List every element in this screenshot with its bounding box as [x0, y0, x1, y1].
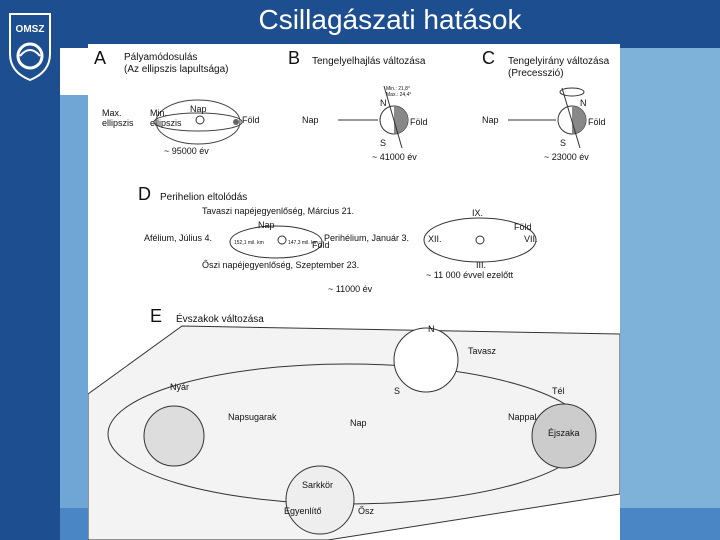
period-a: ~ 95000 év [164, 146, 209, 156]
panel-e-heading: Évszakok változása [176, 312, 264, 325]
panel-b: B Tengelyelhajlás változása Min.: 21,8° … [288, 48, 428, 162]
ix-label: IX. [472, 208, 483, 218]
sun-d2-icon [476, 236, 484, 244]
panel-e-letter: E [150, 306, 162, 326]
earth-icon [233, 119, 239, 125]
period-c: ~ 23000 év [544, 152, 589, 162]
nap-label-b: Nap [302, 115, 319, 125]
osz-label: Ősz [358, 506, 375, 516]
napsugarak-label: Napsugarak [228, 412, 277, 422]
fold-label: Föld [242, 115, 260, 125]
panel-e: E Évszakok változása N S Tavasz Nyár Tél… [88, 306, 620, 540]
min-label: Min. [150, 108, 167, 118]
tel-label: Tél [552, 386, 565, 396]
n-label-c: N [580, 98, 587, 108]
vii-label: VII. [524, 234, 538, 244]
tilt-max: Max.: 24,4° [386, 92, 411, 98]
egyenlito-label: Egyenlítő [284, 506, 322, 516]
perihelion-label: Perihélium, Január 3. [324, 233, 409, 243]
panel-a-heading: Pályamódosulás [124, 52, 197, 63]
tavasz-label: Tavasz [468, 346, 497, 356]
fold-label-b: Föld [410, 117, 428, 127]
period-b: ~ 41000 év [372, 152, 417, 162]
panel-a: A Pályamódosulás (Az ellipszis lapultság… [94, 48, 260, 156]
nap-label-e: Nap [350, 418, 367, 428]
nap-label-d: Nap [258, 220, 275, 230]
nyar-label: Nyár [170, 382, 189, 392]
logo-text: OMSZ [0, 24, 60, 35]
period-d: ~ 11000 év [328, 284, 373, 294]
nap-label: Nap [190, 104, 207, 114]
panel-a-subheading: (Az ellipszis lapultsága) [124, 64, 229, 75]
panel-d-letter: D [138, 184, 151, 204]
s-label-e: S [394, 386, 400, 396]
s-label-c: S [560, 138, 566, 148]
panel-a-letter: A [94, 48, 106, 68]
earth-shadow [394, 106, 408, 134]
earth-nyar-icon [144, 406, 204, 466]
sarkkor-label: Sarkkör [302, 480, 333, 490]
panel-c-heading: Tengelyirány változása [508, 56, 610, 67]
n-label: N [380, 98, 387, 108]
panel-d: D Perihelion eltolódás Tavaszi napéjegye… [138, 184, 538, 294]
fold-label-c: Föld [588, 117, 606, 127]
panel-b-letter: B [288, 48, 300, 68]
panel-c: C Tengelyirány változása (Precesszió) N … [482, 48, 610, 162]
decorative-band [620, 48, 720, 510]
ago-label: ~ 11 000 évvel ezelőtt [426, 270, 514, 280]
panel-d-heading: Perihelion eltolódás [160, 192, 247, 203]
fold-label-d2: Föld [514, 222, 532, 232]
panel-b-heading: Tengelyelhajlás változása [312, 56, 426, 67]
earth-osz-icon [286, 466, 354, 534]
figure-panel: A Pályamódosulás (Az ellipszis lapultság… [88, 44, 620, 540]
decorative-strip [60, 95, 90, 508]
panel-c-subheading: (Precesszió) [508, 68, 564, 79]
xii-label: XII. [428, 234, 442, 244]
page-title: Csillagászati hatások [60, 4, 720, 36]
nappal-label: Nappal [508, 412, 537, 422]
min-label-2: ellipszis [150, 118, 182, 128]
dist-aphelion: 152,1 mil. km [234, 240, 264, 246]
aphelion-label: Afélium, Július 4. [144, 233, 212, 243]
ejszaka-label: Éjszaka [548, 428, 580, 438]
n-label-e: N [428, 324, 435, 334]
iii-label: III. [476, 260, 486, 270]
max-label: Max. [102, 108, 122, 118]
astronomical-diagram: A Pályamódosulás (Az ellipszis lapultság… [88, 44, 620, 540]
autumn-label: Őszi napéjegyenlőség, Szeptember 23. [202, 260, 359, 270]
panel-c-letter: C [482, 48, 495, 68]
max-label-2: ellipszis [102, 118, 134, 128]
omsz-logo-icon [6, 10, 54, 82]
earth-tavasz-icon [394, 328, 458, 392]
nap-label-c: Nap [482, 115, 499, 125]
fold-label-d: Föld [312, 240, 330, 250]
sun-icon [196, 116, 204, 124]
spring-label: Tavaszi napéjegyenlőség, Március 21. [202, 206, 354, 216]
s-label: S [380, 138, 386, 148]
sun-d-icon [278, 236, 286, 244]
